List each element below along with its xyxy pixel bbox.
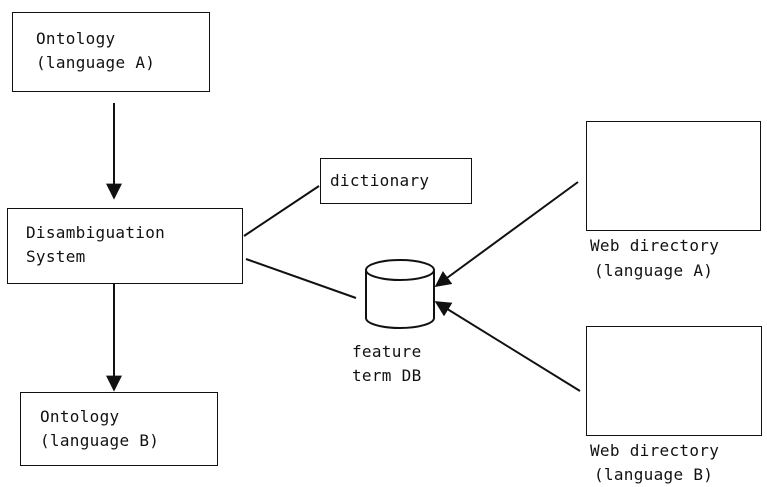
web-directory-b-label-line1: Web directory <box>590 441 720 460</box>
disambiguation-label-line1: Disambiguation <box>26 223 166 242</box>
web-directory-a-box <box>586 121 761 231</box>
web-directory-b-label-line2: (language B) <box>594 465 714 484</box>
edge-disambiguation-to-feature-db <box>245 258 357 299</box>
feature-db-label-line2: term DB <box>352 366 422 385</box>
ontology-a-label-line1: Ontology <box>36 29 116 48</box>
ontology-b-box <box>20 392 218 466</box>
web-directory-a-label-line1: Web directory <box>590 236 720 255</box>
ontology-b-label-line2: (language B) <box>40 431 160 450</box>
database-icon <box>365 259 435 329</box>
edge-disambiguation-to-dictionary <box>243 185 320 237</box>
web-directory-a-label-line2: (language A) <box>594 261 714 280</box>
ontology-a-label-line2: (language A) <box>36 53 156 72</box>
dictionary-label: dictionary <box>330 171 430 190</box>
ontology-a-box <box>12 12 210 92</box>
feature-db-label-line1: feature <box>352 342 422 361</box>
disambiguation-label-line2: System <box>26 247 86 266</box>
web-directory-b-box <box>586 326 762 436</box>
edge-web-dir-b-to-feature-db <box>434 301 581 392</box>
edge-web-dir-a-to-feature-db <box>434 181 579 287</box>
disambiguation-system-box <box>7 208 243 284</box>
ontology-b-label-line1: Ontology <box>40 407 120 426</box>
dictionary-box <box>320 158 472 204</box>
